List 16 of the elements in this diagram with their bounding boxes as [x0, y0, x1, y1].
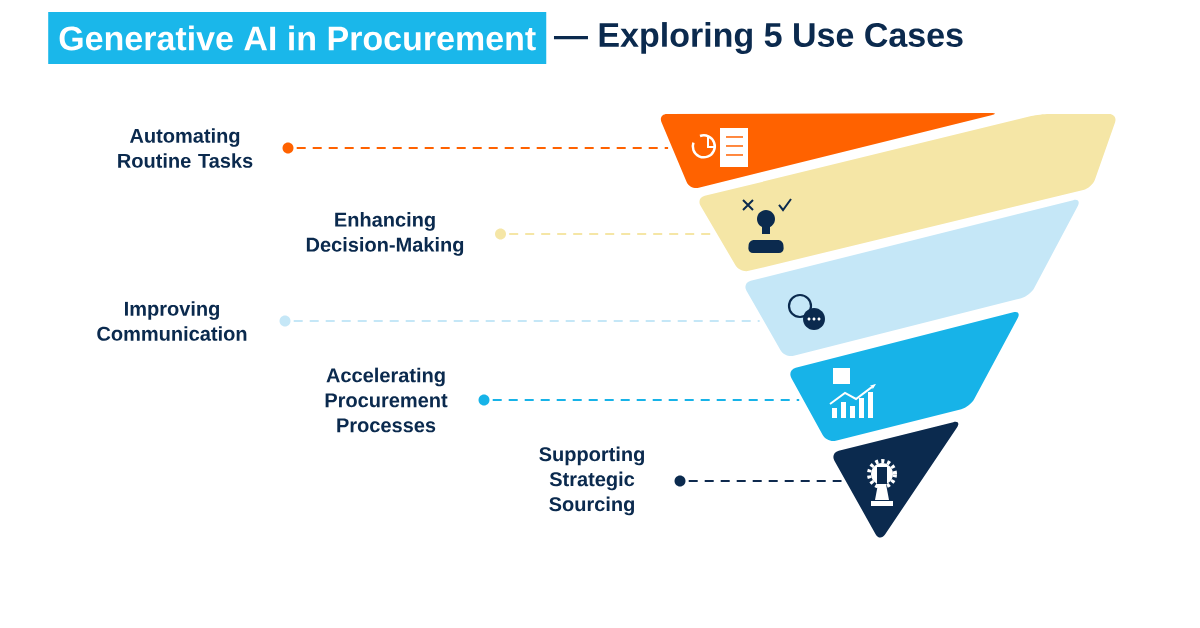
use-case-label: Automating Routine Tasks — [118, 128, 253, 168]
use-case-label: Enhancing Decision-Making — [306, 212, 464, 256]
funnel-band — [745, 199, 1079, 357]
funnel-band — [660, 113, 995, 189]
dashed-connector — [295, 147, 670, 149]
funnel-band — [699, 114, 1116, 272]
dashed-connector — [687, 480, 843, 482]
dashed-connector — [491, 399, 801, 401]
funnel-band — [833, 421, 959, 538]
subtitle: — Exploring 5 Use Cases — [554, 22, 963, 54]
funnel-band — [790, 311, 1019, 442]
title-banner: Generative AI in Procurement — [48, 12, 547, 64]
use-case-label: Accelerating Procurement Processes — [325, 367, 448, 433]
dashed-connector — [292, 320, 761, 322]
use-case-label: Supporting Strategic Sourcing — [539, 446, 644, 516]
use-case-label: Improving Communication — [97, 301, 247, 341]
